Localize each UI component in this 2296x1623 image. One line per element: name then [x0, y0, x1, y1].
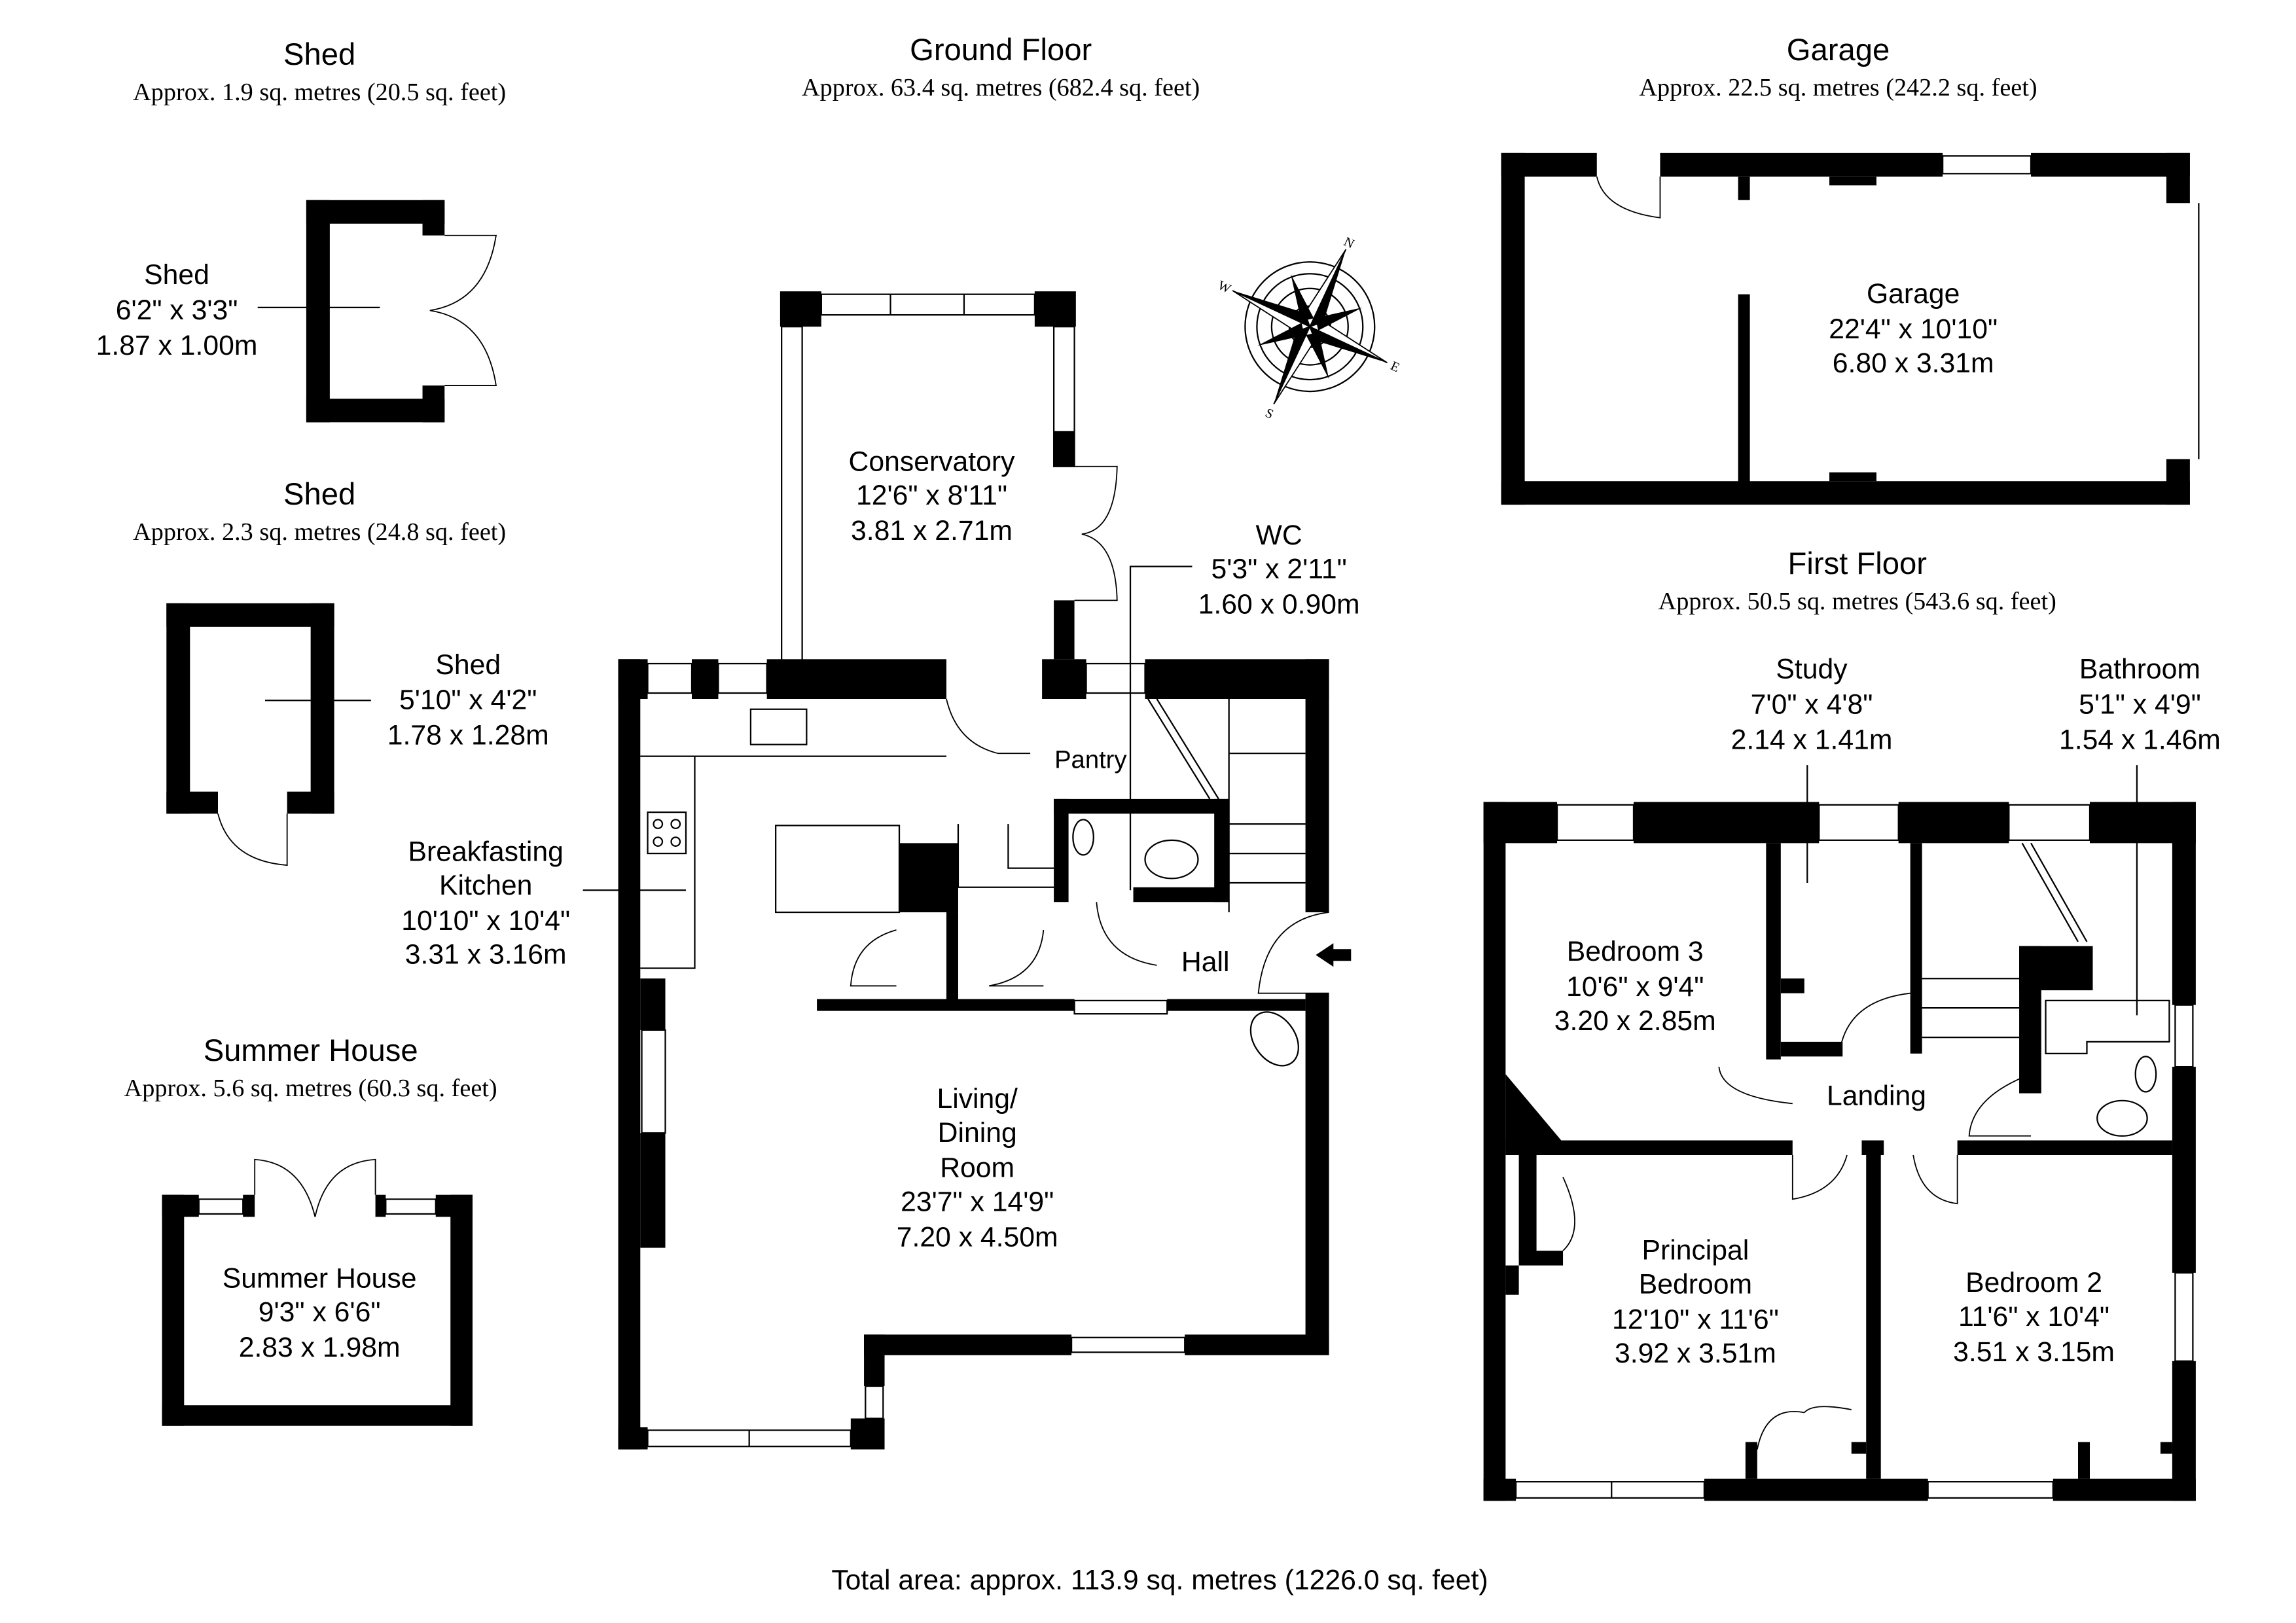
- section-header-summer-house: Summer House Approx. 5.6 sq. metres (60.…: [124, 1033, 497, 1102]
- room-name: Bedroom: [1639, 1268, 1752, 1300]
- room-dims-metric: 1.87 x 1.00m: [96, 330, 258, 361]
- section-area: Approx. 5.6 sq. metres (60.3 sq. feet): [124, 1075, 497, 1102]
- room-dims-metric: 3.31 x 3.16m: [405, 939, 567, 971]
- room-dims-imperial: 5'3" x 2'11": [1211, 554, 1346, 585]
- room-shed-2: Shed 5'10" x 4'2" 1.78 x 1.28m: [387, 649, 549, 751]
- room-name: WC: [1256, 520, 1302, 551]
- room-dims-imperial: 5'10" x 4'2": [399, 685, 537, 716]
- section-header-ground-floor: Ground Floor Approx. 63.4 sq. metres (68…: [802, 33, 1200, 101]
- garage-plan: [1501, 152, 2200, 505]
- section-header-shed-2: Shed Approx. 2.3 sq. metres (24.8 sq. fe…: [133, 477, 506, 546]
- section-area: Approx. 22.5 sq. metres (242.2 sq. feet): [1639, 74, 2037, 101]
- section-title: Ground Floor: [910, 33, 1092, 67]
- room-name: Shed: [435, 649, 501, 681]
- section-area: Approx. 1.9 sq. metres (20.5 sq. feet): [133, 79, 506, 106]
- room-bedroom-2: Bedroom 2 11'6" x 10'4" 3.51 x 3.15m: [1953, 1267, 2115, 1368]
- room-name: Garage: [1867, 278, 1960, 310]
- room-living-dining: Living/ Dining Room 23'7" x 14'9" 7.20 x…: [897, 1083, 1058, 1253]
- room-dims-imperial: 23'7" x 14'9": [901, 1186, 1054, 1217]
- room-dims-imperial: 11'6" x 10'4": [1958, 1301, 2109, 1332]
- room-name: Breakfasting: [408, 836, 564, 867]
- entrance-arrow-icon: [1316, 943, 1352, 967]
- room-name: Conservatory: [849, 446, 1016, 477]
- first-floor-plan: [1483, 765, 2196, 1501]
- section-title: Shed: [283, 37, 355, 72]
- room-dims-metric: 1.60 x 0.90m: [1198, 589, 1360, 620]
- room-study: Study 7'0" x 4'8" 2.14 x 1.41m: [1731, 654, 1893, 756]
- room-name: Study: [1776, 654, 1848, 685]
- room-shed-1: Shed 6'2" x 3'3" 1.87 x 1.00m: [96, 259, 258, 361]
- room-summer-house: Summer House 9'3" x 6'6" 2.83 x 1.98m: [223, 1262, 417, 1363]
- room-wc: WC 5'3" x 2'11" 1.60 x 0.90m: [1198, 520, 1360, 620]
- section-area: Approx. 2.3 sq. metres (24.8 sq. feet): [133, 518, 506, 546]
- section-area: Approx. 50.5 sq. metres (543.6 sq. feet): [1659, 588, 2056, 615]
- room-dims-imperial: 5'1" x 4'9": [2079, 688, 2201, 720]
- section-header-shed-1: Shed Approx. 1.9 sq. metres (20.5 sq. fe…: [133, 37, 506, 106]
- room-name: Pantry: [1054, 746, 1127, 774]
- room-dims-imperial: 6'2" x 3'3": [116, 294, 238, 326]
- section-title: Summer House: [204, 1033, 418, 1068]
- room-dims-metric: 2.83 x 1.98m: [239, 1332, 401, 1363]
- summer-house-plan: [162, 1158, 473, 1426]
- room-conservatory: Conservatory 12'6" x 8'11" 3.81 x 2.71m: [849, 446, 1016, 546]
- room-name: Summer House: [223, 1262, 417, 1294]
- room-dims-metric: 1.54 x 1.46m: [2059, 724, 2221, 755]
- room-dims-imperial: 7'0" x 4'8": [1751, 688, 1873, 720]
- room-landing: Landing: [1827, 1080, 1926, 1112]
- section-title: First Floor: [1788, 546, 1927, 581]
- room-name: Bedroom 2: [1965, 1267, 2102, 1298]
- room-name: Hall: [1181, 946, 1230, 978]
- room-dims-imperial: 12'6" x 8'11": [856, 480, 1007, 511]
- shed-1-plan: [257, 200, 497, 423]
- section-header-first-floor: First Floor Approx. 50.5 sq. metres (543…: [1659, 546, 2056, 615]
- room-dims-metric: 6.80 x 3.31m: [1833, 348, 1994, 379]
- ground-floor-plan: [583, 291, 1352, 1450]
- room-dims-imperial: 9'3" x 6'6": [259, 1296, 381, 1328]
- room-pantry: Pantry: [1054, 746, 1127, 774]
- room-dims-metric: 2.14 x 1.41m: [1731, 724, 1893, 755]
- section-title: Garage: [1787, 33, 1890, 67]
- room-dims-metric: 3.51 x 3.15m: [1953, 1336, 2115, 1368]
- room-dims-metric: 3.92 x 3.51m: [1615, 1338, 1776, 1369]
- room-dims-imperial: 10'6" x 9'4": [1566, 971, 1704, 1003]
- room-principal-bedroom: Principal Bedroom 12'10" x 11'6" 3.92 x …: [1612, 1235, 1779, 1369]
- room-name: Room: [940, 1152, 1014, 1184]
- room-name: Kitchen: [439, 870, 532, 901]
- room-dims-metric: 1.78 x 1.28m: [387, 720, 549, 751]
- total-area: Total area: approx. 113.9 sq. metres (12…: [831, 1564, 1488, 1596]
- room-name: Principal: [1642, 1235, 1749, 1266]
- room-name: Landing: [1827, 1080, 1926, 1112]
- room-dims-metric: 3.20 x 2.85m: [1554, 1005, 1716, 1037]
- room-name: Bathroom: [2079, 654, 2200, 685]
- section-header-garage: Garage Approx. 22.5 sq. metres (242.2 sq…: [1639, 33, 2037, 101]
- room-dims-metric: 3.81 x 2.71m: [851, 515, 1013, 546]
- room-bedroom-3: Bedroom 3 10'6" x 9'4" 3.20 x 2.85m: [1554, 936, 1716, 1037]
- room-name: Living/: [937, 1083, 1018, 1115]
- room-name: Shed: [144, 259, 209, 291]
- room-name: Bedroom 3: [1567, 936, 1704, 967]
- room-bathroom: Bathroom 5'1" x 4'9" 1.54 x 1.46m: [2059, 654, 2221, 756]
- room-dims-imperial: 12'10" x 11'6": [1612, 1304, 1779, 1335]
- room-garage: Garage 22'4" x 10'10" 6.80 x 3.31m: [1829, 278, 1998, 379]
- room-dims-imperial: 22'4" x 10'10": [1829, 313, 1998, 345]
- shed-2-plan: [166, 603, 371, 866]
- room-dims-metric: 7.20 x 4.50m: [897, 1221, 1058, 1253]
- room-dims-imperial: 10'10" x 10'4": [401, 905, 570, 936]
- section-area: Approx. 63.4 sq. metres (682.4 sq. feet): [802, 74, 1200, 101]
- room-name: Dining: [938, 1117, 1017, 1149]
- section-title: Shed: [283, 477, 355, 512]
- room-hall: Hall: [1181, 946, 1230, 978]
- room-breakfasting-kitchen: Breakfasting Kitchen 10'10" x 10'4" 3.31…: [401, 836, 570, 970]
